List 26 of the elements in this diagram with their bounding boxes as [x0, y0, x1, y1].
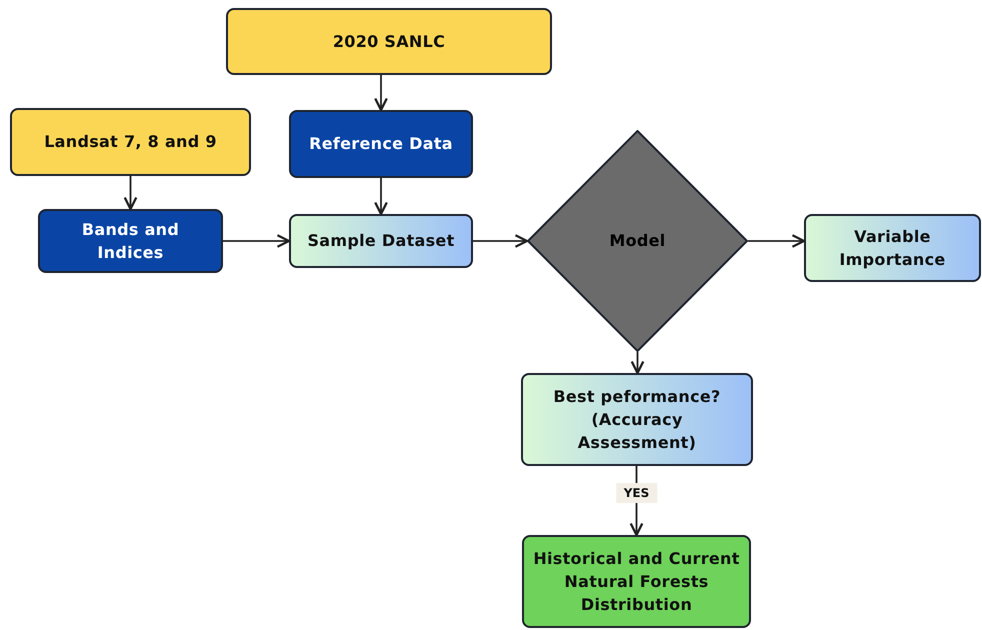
arrow [374, 75, 388, 112]
node-label: 2020 SANLC [332, 30, 446, 53]
data-box [38, 209, 223, 273]
arrow [223, 234, 290, 248]
arrow [748, 234, 806, 248]
decision-diamond [527, 130, 748, 352]
node-label: Reference Data [309, 133, 453, 156]
arrow [124, 176, 138, 210]
node-label: Landsat 7, 8 and 9 [44, 131, 217, 154]
arrow [473, 234, 528, 248]
data-box [289, 110, 473, 178]
arrow [374, 178, 388, 216]
process-box [521, 373, 753, 466]
node-label: Bands and Indices [80, 218, 180, 264]
node-label: Best peformance? (Accuracy Assessment) [552, 386, 722, 454]
node-label: Variable Importance [838, 226, 947, 271]
process-box [804, 214, 981, 282]
node-label: Model [609, 230, 666, 252]
node-label: Historical and Current Natural Forests Distribution [532, 548, 741, 616]
process-box [289, 214, 473, 268]
edge-label: YES [616, 482, 658, 502]
result-box [522, 535, 751, 628]
input-box [226, 8, 552, 75]
arrow [630, 352, 644, 374]
input-box [10, 108, 251, 176]
node-label: Sample Dataset [307, 230, 455, 252]
